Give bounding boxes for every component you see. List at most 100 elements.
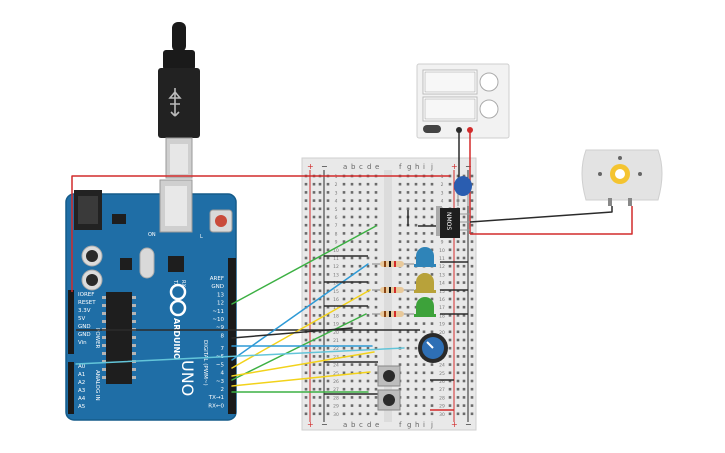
breadboard-hole[interactable] [462, 338, 466, 342]
breadboard-hole[interactable] [350, 371, 354, 375]
breadboard-hole[interactable] [358, 240, 362, 243]
breadboard-hole[interactable] [312, 322, 316, 325]
breadboard-hole[interactable] [318, 387, 322, 391]
breadboard-hole[interactable] [342, 346, 346, 350]
breadboard-hole[interactable] [470, 248, 474, 252]
breadboard-hole[interactable] [422, 223, 426, 227]
breadboard-hole[interactable] [318, 404, 322, 407]
breadboard-hole[interactable] [422, 215, 426, 219]
breadboard-hole[interactable] [422, 199, 426, 202]
breadboard-hole[interactable] [374, 379, 378, 383]
breadboard-hole[interactable] [398, 355, 402, 358]
breadboard-hole[interactable] [470, 215, 474, 219]
breadboard-hole[interactable] [350, 264, 354, 268]
breadboard-hole[interactable] [326, 396, 330, 399]
breadboard-hole[interactable] [414, 273, 418, 276]
breadboard-hole[interactable] [470, 305, 474, 309]
breadboard-hole[interactable] [456, 273, 460, 276]
breadboard-hole[interactable] [366, 412, 370, 416]
power-header[interactable] [68, 290, 74, 354]
breadboard-hole[interactable] [374, 207, 378, 211]
breadboard-hole[interactable] [470, 371, 474, 375]
breadboard-hole[interactable] [406, 322, 410, 325]
breadboard-hole[interactable] [350, 387, 354, 391]
breadboard-hole[interactable] [448, 330, 452, 334]
breadboard-hole[interactable] [406, 396, 410, 399]
breadboard-hole[interactable] [462, 322, 466, 325]
breadboard-hole[interactable] [342, 379, 346, 383]
breadboard-hole[interactable] [366, 338, 370, 342]
breadboard-hole[interactable] [318, 322, 322, 325]
breadboard-hole[interactable] [366, 330, 370, 334]
breadboard-hole[interactable] [350, 346, 354, 350]
breadboard-hole[interactable] [342, 412, 346, 416]
breadboard-hole[interactable] [462, 314, 466, 317]
breadboard-hole[interactable] [374, 191, 378, 194]
breadboard-hole[interactable] [422, 371, 426, 375]
breadboard-hole[interactable] [422, 330, 426, 334]
breadboard-hole[interactable] [374, 314, 378, 317]
breadboard-hole[interactable] [422, 412, 426, 416]
breadboard-hole[interactable] [470, 330, 474, 334]
breadboard-hole[interactable] [350, 191, 354, 194]
breadboard-hole[interactable] [326, 273, 330, 276]
digital-header[interactable] [228, 258, 236, 414]
breadboard-hole[interactable] [406, 297, 410, 301]
breadboard-hole[interactable] [456, 174, 460, 178]
breadboard-hole[interactable] [406, 355, 410, 358]
breadboard-hole[interactable] [470, 199, 474, 202]
breadboard-hole[interactable] [462, 273, 466, 276]
breadboard-hole[interactable] [350, 240, 354, 243]
breadboard-hole[interactable] [374, 215, 378, 219]
breadboard-hole[interactable] [470, 256, 474, 260]
breadboard-hole[interactable] [470, 379, 474, 383]
breadboard-hole[interactable] [366, 314, 370, 317]
breadboard-hole[interactable] [366, 404, 370, 407]
breadboard-hole[interactable] [462, 264, 466, 268]
breadboard-hole[interactable] [470, 223, 474, 227]
breadboard-hole[interactable] [374, 182, 378, 186]
breadboard-hole[interactable] [406, 338, 410, 342]
breadboard-hole[interactable] [318, 273, 322, 276]
breadboard-hole[interactable] [304, 314, 308, 317]
breadboard-hole[interactable] [462, 256, 466, 260]
breadboard-hole[interactable] [374, 199, 378, 202]
breadboard-hole[interactable] [374, 248, 378, 252]
breadboard-hole[interactable] [414, 248, 418, 252]
breadboard-hole[interactable] [470, 273, 474, 276]
breadboard-hole[interactable] [414, 396, 418, 399]
potentiometer-icon[interactable] [418, 333, 448, 363]
breadboard-hole[interactable] [374, 412, 378, 416]
breadboard-hole[interactable] [470, 240, 474, 243]
breadboard-hole[interactable] [342, 330, 346, 334]
breadboard-hole[interactable] [318, 199, 322, 202]
breadboard-hole[interactable] [366, 322, 370, 325]
breadboard-hole[interactable] [366, 215, 370, 219]
breadboard-hole[interactable] [462, 346, 466, 350]
breadboard-hole[interactable] [326, 297, 330, 301]
breadboard-hole[interactable] [312, 223, 316, 227]
breadboard-hole[interactable] [342, 256, 346, 260]
breadboard-hole[interactable] [470, 182, 474, 186]
breadboard-hole[interactable] [422, 240, 426, 243]
breadboard-hole[interactable] [366, 207, 370, 211]
breadboard-hole[interactable] [358, 396, 362, 399]
breadboard-hole[interactable] [304, 240, 308, 243]
resistors[interactable] [372, 261, 414, 317]
breadboard-hole[interactable] [448, 338, 452, 342]
breadboard-hole[interactable] [312, 281, 316, 284]
breadboard-hole[interactable] [304, 355, 308, 358]
breadboard-hole[interactable] [456, 297, 460, 301]
breadboard-hole[interactable] [312, 355, 316, 358]
breadboard-hole[interactable] [318, 412, 322, 416]
breadboard-hole[interactable] [318, 363, 322, 366]
breadboard-hole[interactable] [326, 199, 330, 202]
breadboard-hole[interactable] [430, 379, 434, 383]
breadboard-hole[interactable] [366, 273, 370, 276]
breadboard-hole[interactable] [406, 371, 410, 375]
ceramic-capacitor[interactable] [454, 176, 472, 206]
breadboard-hole[interactable] [422, 191, 426, 194]
breadboard-hole[interactable] [470, 363, 474, 366]
breadboard-hole[interactable] [358, 363, 362, 366]
breadboard-hole[interactable] [414, 240, 418, 243]
